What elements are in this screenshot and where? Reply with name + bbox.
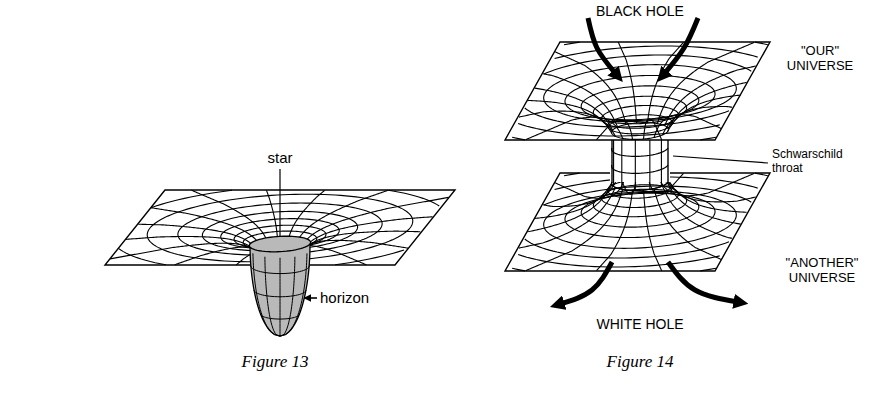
grid-meridian (535, 181, 613, 218)
grid-meridian (668, 180, 746, 213)
star-surface (249, 236, 310, 252)
grid-ring (544, 55, 751, 74)
grid-meridian (543, 178, 618, 206)
grid-ring (564, 173, 580, 176)
throat-ring (612, 165, 668, 173)
part-label: Schwarschild throat (772, 148, 858, 176)
horizon-grid-line (280, 253, 307, 336)
throat-line (635, 139, 636, 190)
grid-ring (581, 86, 699, 121)
grid-meridian (644, 119, 662, 140)
grid-ring (755, 42, 768, 45)
leader-line (673, 156, 768, 163)
grid-meridian (519, 111, 615, 136)
grid-meridian (668, 82, 746, 128)
grid-meridian (110, 243, 253, 259)
grid-meridian (175, 247, 261, 265)
grid-ring (544, 65, 737, 122)
grid-ring (335, 250, 404, 265)
grid-ring (564, 42, 580, 45)
star-well-figure (105, 169, 455, 336)
grid-meridian (535, 88, 613, 130)
grid-meridian (654, 188, 721, 259)
part-label: star (255, 149, 305, 166)
horizon-grid-line (253, 253, 280, 336)
horizon-bowl (250, 244, 310, 336)
space-sheet (505, 42, 770, 140)
leader-line (279, 169, 280, 237)
grid-meridian (311, 217, 433, 242)
grid-ring (565, 193, 715, 237)
grid-ring (581, 192, 699, 227)
throat-line (661, 135, 662, 186)
grid-meridian (138, 224, 251, 243)
grid-ring (700, 268, 716, 271)
grid-ring (512, 268, 525, 271)
grid-meridian (596, 120, 632, 140)
figure-caption: Figure 14 (580, 352, 700, 372)
grid-meridian (266, 190, 277, 236)
grid-meridian (126, 237, 250, 247)
white-hole-arrow (560, 262, 612, 304)
grid-meridian (665, 177, 756, 202)
grid-meridian (527, 101, 612, 134)
grid-meridian (300, 190, 389, 237)
grid-meridian (644, 190, 662, 271)
throat-line (621, 138, 622, 189)
horizon-grid-line (265, 257, 280, 336)
throat-line (613, 135, 614, 186)
part-label: horizon (320, 289, 390, 306)
white-hole-arrow (668, 262, 738, 302)
space-sheet (505, 173, 770, 271)
throat-ring (612, 182, 668, 190)
grid-ring (565, 75, 715, 119)
grid-ring (544, 191, 737, 248)
grid-meridian (543, 74, 618, 127)
grid-ring (555, 46, 758, 58)
grid-ring (755, 173, 768, 176)
horizon-grid-line (280, 257, 295, 336)
grid-ring (151, 190, 232, 207)
grid-meridian (618, 42, 636, 123)
pointer-arrow (305, 297, 317, 299)
figure-caption: Figure 13 (215, 352, 335, 372)
region-label: BLACK HOLE (575, 3, 705, 19)
throat-ring (612, 148, 668, 156)
grid-meridian (151, 208, 257, 241)
grid-ring (700, 137, 716, 140)
grid-meridian (192, 190, 266, 238)
region-label: "ANOTHER" UNIVERSE (776, 256, 868, 286)
wormhole-figure (505, 18, 770, 304)
region-label: "OUR" UNIVERSE (778, 44, 862, 74)
grid-meridian (654, 115, 721, 138)
throat-line (649, 138, 650, 189)
grid-ring (512, 137, 525, 140)
grid-meridian (555, 52, 626, 125)
grid-meridian (596, 190, 632, 270)
grid-meridian (665, 66, 756, 126)
grid-meridian (527, 184, 612, 231)
grid-meridian (667, 183, 740, 224)
horizon-grid-line (280, 258, 281, 336)
region-label: WHITE HOLE (575, 316, 705, 332)
black-hole-arrow (588, 18, 616, 74)
black-hole-arrow (664, 18, 698, 74)
